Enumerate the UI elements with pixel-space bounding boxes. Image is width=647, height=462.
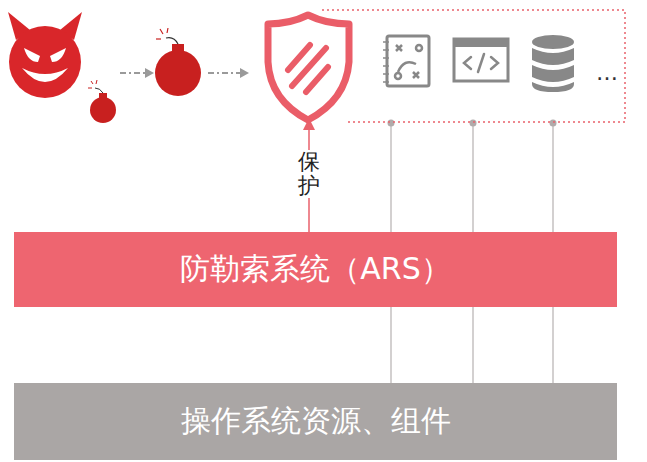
database-icon — [532, 35, 574, 92]
attack-arrow — [120, 72, 240, 74]
bomb-icon — [88, 80, 116, 123]
protect-label: 保护 — [298, 150, 320, 198]
system-band: 防勒索系统（ARS） — [14, 232, 617, 307]
strategy-icon — [383, 36, 429, 86]
wire-dot — [388, 120, 557, 127]
more-label: … — [596, 62, 618, 84]
band-label: 操作系统资源、组件 — [181, 401, 451, 442]
band-label: 防勒索系统（ARS） — [180, 249, 450, 290]
devil-icon — [8, 12, 82, 98]
resource-band: 操作系统资源、组件 — [14, 383, 617, 460]
arrow-head — [145, 68, 249, 78]
shield-icon — [268, 15, 349, 120]
dotted-region — [322, 10, 625, 122]
bomb-icon — [155, 28, 201, 96]
code-icon — [454, 39, 508, 81]
